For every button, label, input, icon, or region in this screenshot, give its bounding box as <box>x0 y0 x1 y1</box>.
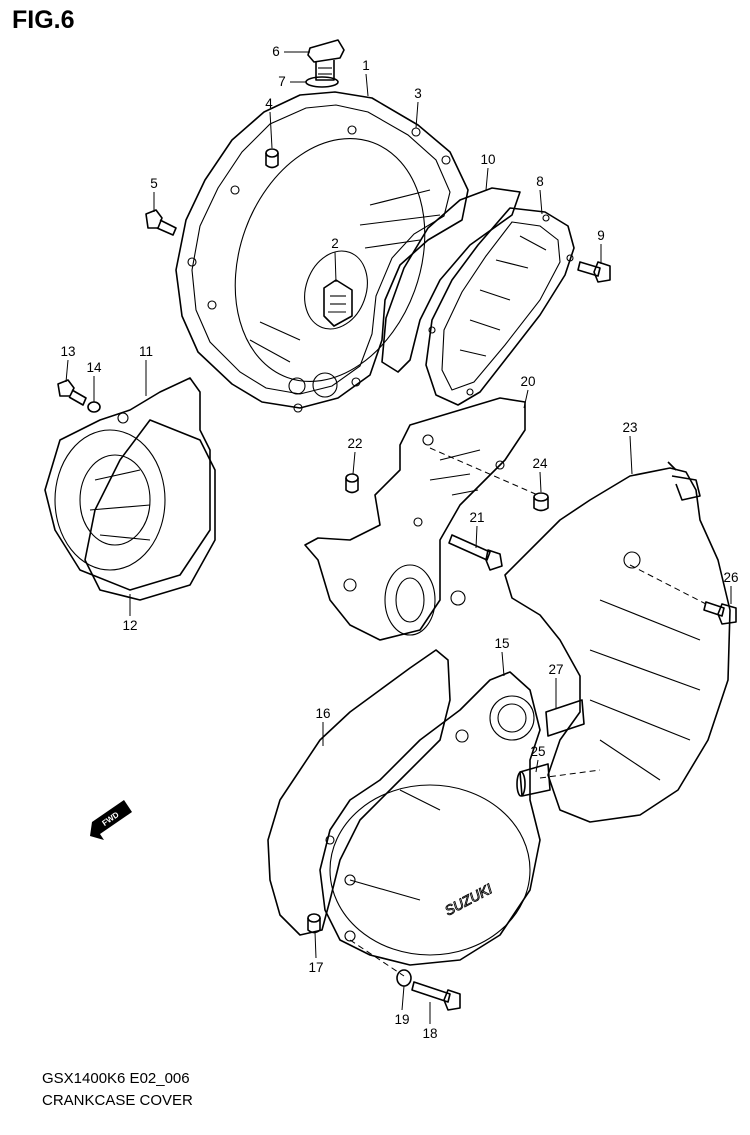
callout-12: 12 <box>122 618 137 633</box>
callout-9: 9 <box>597 228 605 243</box>
bracket-dowel-pin <box>345 473 359 494</box>
cover-brand-emblem: SUZUKI <box>442 880 495 918</box>
callout-22: 22 <box>347 436 362 451</box>
callout-16: 16 <box>315 706 330 721</box>
oil-filler-cap <box>307 39 345 81</box>
cover-bolt <box>145 209 177 236</box>
callout-14: 14 <box>86 360 102 375</box>
callout-18: 18 <box>422 1026 437 1041</box>
callout-2: 2 <box>331 236 339 251</box>
clutch-cover <box>175 91 469 413</box>
callout-10: 10 <box>480 152 495 167</box>
diagram-caption: GSX1400K6 E02_006 CRANKCASE COVER <box>42 1068 193 1112</box>
alignment-line <box>429 447 541 497</box>
o-ring <box>305 76 339 88</box>
fwd-arrow-icon: FWD <box>90 800 132 840</box>
dowel-pin <box>265 148 279 169</box>
callouts: 6 7 1 3 4 5 2 10 8 9 13 14 11 12 20 22 2… <box>60 44 738 1041</box>
cover-collar <box>516 763 551 797</box>
alignment-line <box>539 769 601 779</box>
cover-dowel-pin <box>533 492 549 512</box>
callout-1: 1 <box>362 58 370 73</box>
callout-25: 25 <box>530 744 545 759</box>
callout-5: 5 <box>150 176 158 191</box>
crankcase-outer-cover <box>504 461 731 823</box>
diagram-name: CRANKCASE COVER <box>42 1092 193 1109</box>
alignment-line <box>349 939 405 977</box>
callout-21: 21 <box>469 510 484 525</box>
model-code: GSX1400K6 E02_006 <box>42 1070 190 1087</box>
callout-20: 20 <box>520 374 535 389</box>
callout-13: 13 <box>60 344 75 359</box>
callout-24: 24 <box>532 456 548 471</box>
generator-cover-washer <box>396 969 412 987</box>
generator-cover-bolt <box>411 981 461 1011</box>
callout-17: 17 <box>308 960 323 975</box>
signal-cover-bolt <box>57 379 87 406</box>
figure-title: FIG.6 <box>12 6 75 34</box>
cover-spacer <box>545 699 585 737</box>
callout-19: 19 <box>394 1012 409 1027</box>
signal-cover-washer <box>87 401 101 413</box>
alignment-line <box>629 564 707 605</box>
generator-cover-gasket <box>267 649 451 936</box>
callout-11: 11 <box>139 344 153 359</box>
generator-dowel-pin <box>307 913 321 934</box>
generator-cover: SUZUKI <box>319 671 541 966</box>
signal-generator-cover <box>44 377 211 591</box>
outer-cover-bolt-26 <box>703 601 737 625</box>
callout-4: 4 <box>265 96 273 111</box>
callout-3: 3 <box>414 86 422 101</box>
bracket-bolt <box>448 534 503 571</box>
callout-6: 6 <box>272 44 280 59</box>
clutch-outer-cover <box>425 207 575 406</box>
callout-26: 26 <box>723 570 738 585</box>
callout-23: 23 <box>622 420 637 435</box>
oil-pump-bracket <box>304 397 526 641</box>
clutch-cover-gasket <box>381 187 521 373</box>
callout-27: 27 <box>548 662 563 677</box>
outer-cover-bolt <box>577 261 611 283</box>
signal-generator-cover-gasket <box>84 419 216 601</box>
callout-15: 15 <box>494 636 509 651</box>
callout-7: 7 <box>278 74 286 89</box>
callout-8: 8 <box>536 174 544 189</box>
